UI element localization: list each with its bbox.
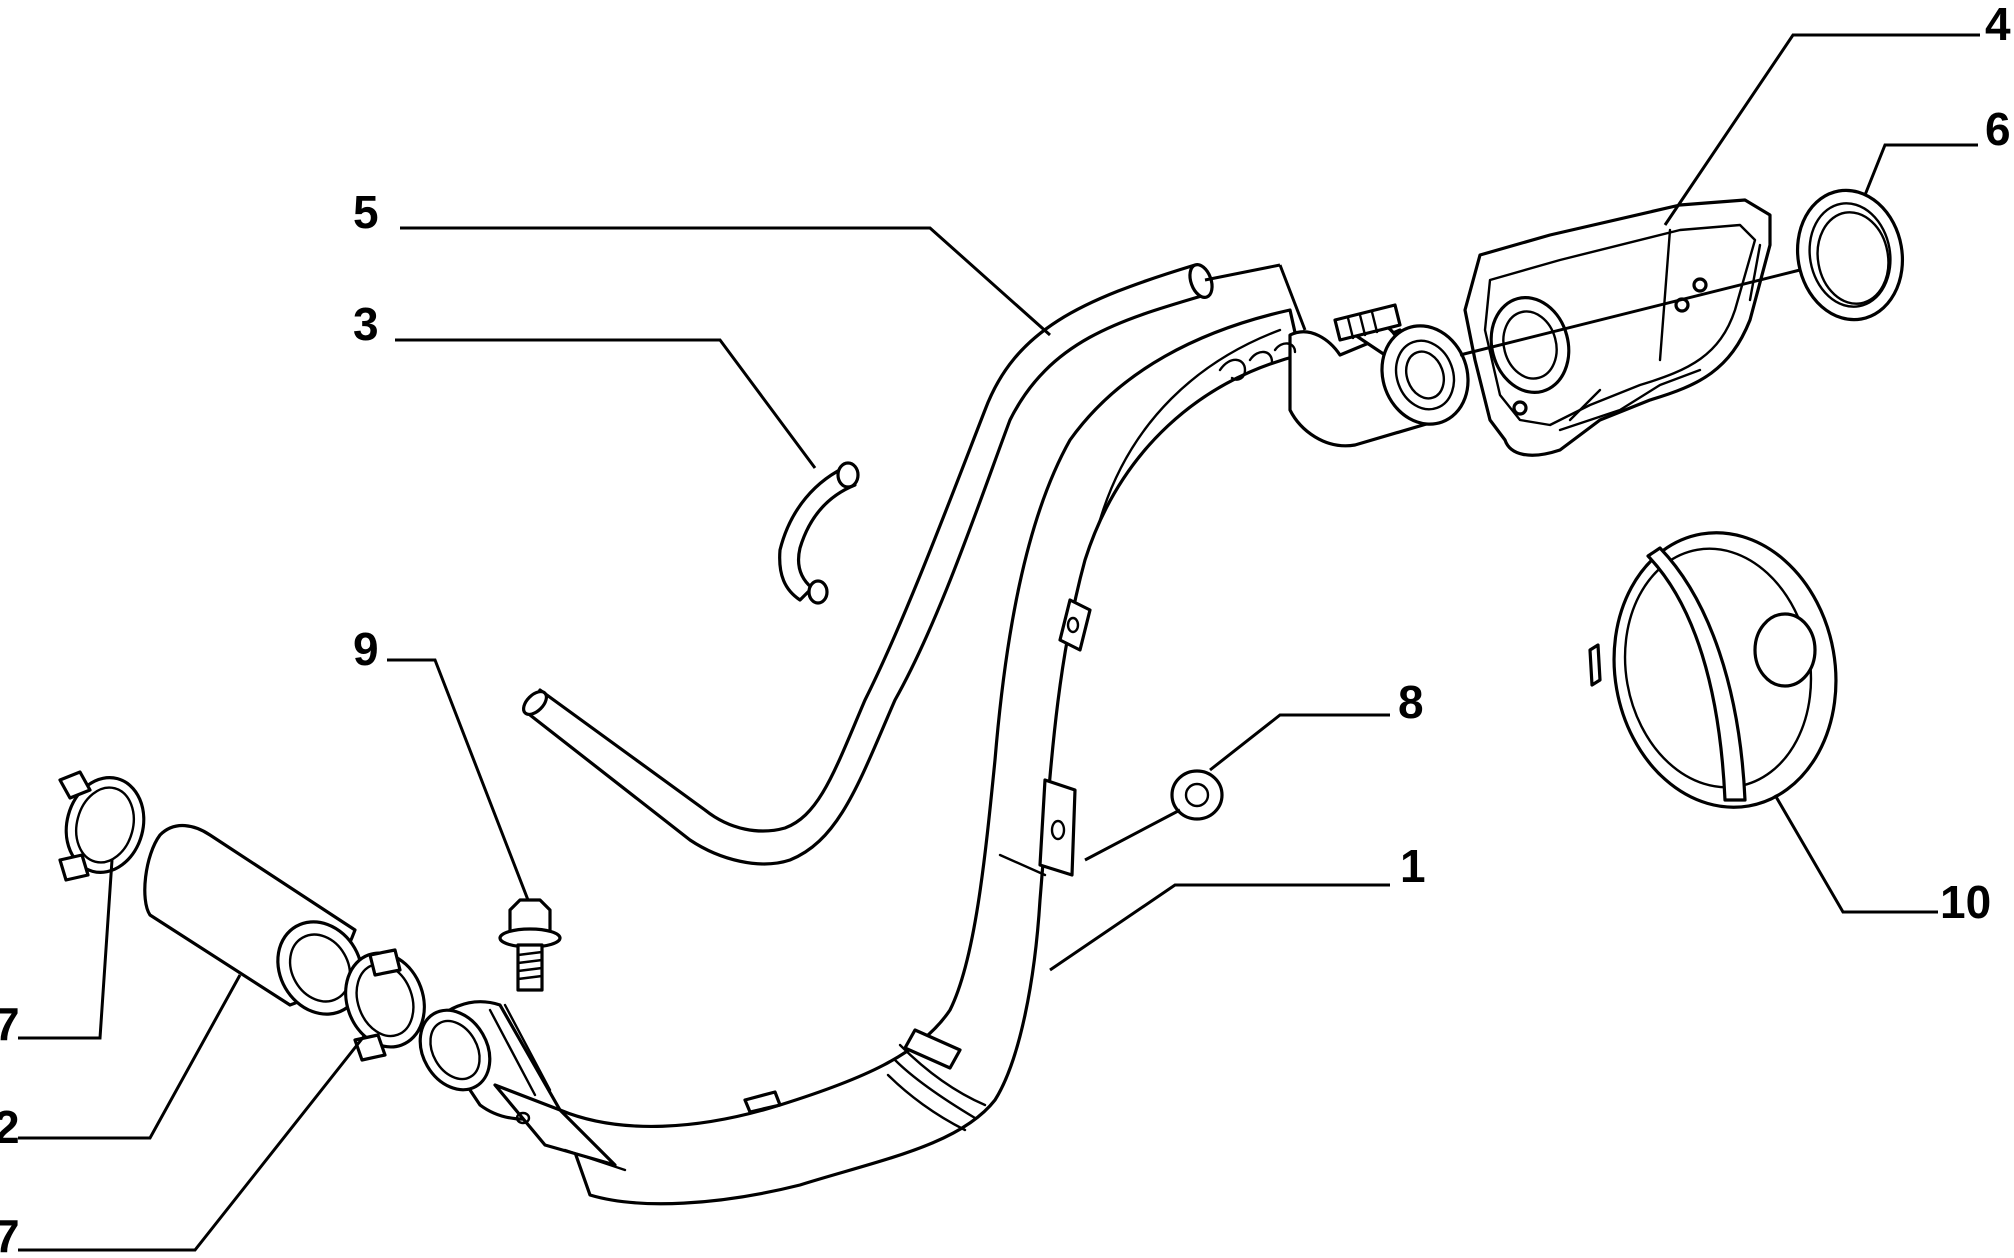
callout-4: 4 bbox=[1985, 0, 2011, 50]
filler-inlet-assembly bbox=[1218, 303, 1470, 448]
part-1-filler-neck bbox=[418, 308, 1302, 1206]
part-10-fuel-cap bbox=[1588, 531, 1838, 809]
callout-7-upper: 7 bbox=[0, 998, 20, 1050]
part-4-filler-housing bbox=[1463, 198, 1772, 457]
part-6-gasket-ring bbox=[1795, 188, 1905, 322]
callout-10: 10 bbox=[1940, 876, 1991, 928]
leader-lines bbox=[18, 33, 1980, 1252]
part-8-grommet bbox=[1170, 769, 1224, 821]
part-2-rubber-hose bbox=[143, 824, 364, 1016]
callout-8: 8 bbox=[1398, 676, 1424, 728]
part-9-bolt bbox=[498, 898, 562, 992]
callout-6: 6 bbox=[1985, 103, 2011, 155]
callout-1: 1 bbox=[1400, 840, 1426, 892]
part-7-hose-clamp-upper bbox=[58, 770, 146, 882]
part-3-hose-clip bbox=[778, 461, 860, 605]
part-7-hose-clamp-lower bbox=[344, 948, 426, 1062]
callout-3: 3 bbox=[353, 298, 379, 350]
callout-7-lower: 7 bbox=[0, 1210, 20, 1258]
callout-5: 5 bbox=[353, 186, 379, 238]
part-5-vent-hose bbox=[521, 263, 1214, 866]
callout-9: 9 bbox=[353, 623, 379, 675]
callout-2: 2 bbox=[0, 1101, 20, 1153]
